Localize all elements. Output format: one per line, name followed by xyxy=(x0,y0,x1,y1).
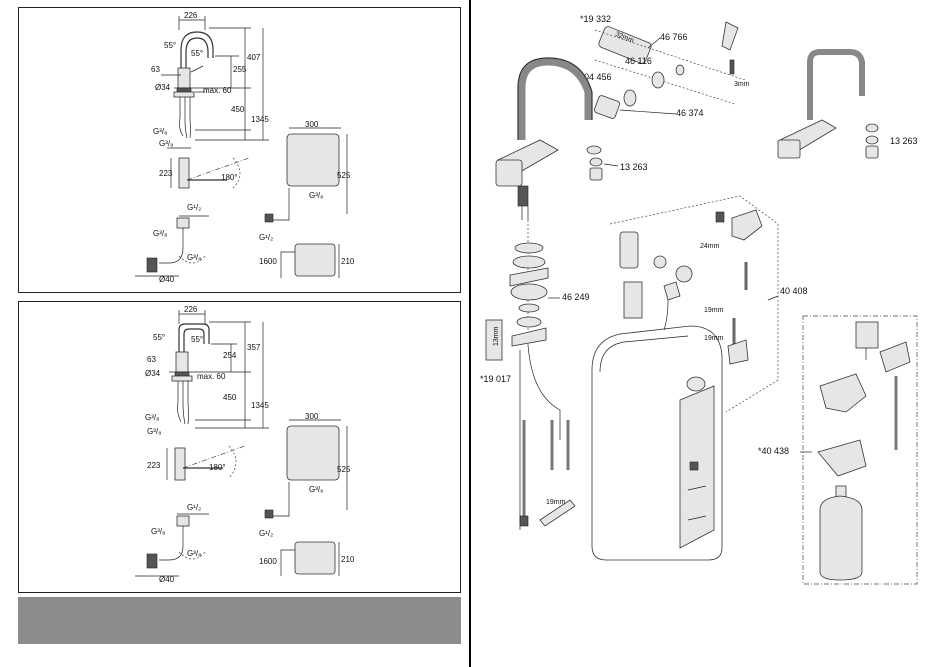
label-g12-left-b: G¹/₂ xyxy=(187,503,201,512)
filter-pipe xyxy=(623,281,643,319)
dim-300: 300 xyxy=(305,120,319,129)
dim-max60: max. 60 xyxy=(203,86,232,95)
valve-block xyxy=(731,209,763,241)
angle-55-left: 55° xyxy=(164,41,176,50)
tool-19017 xyxy=(485,319,503,361)
dim-357: 357 xyxy=(247,343,261,352)
dim-1600: 1600 xyxy=(259,257,277,266)
dim-226: 226 xyxy=(184,11,198,20)
label-g38-boiler-b: G³/₈ xyxy=(309,485,323,494)
nut-46116 xyxy=(651,71,665,89)
label-g12-boiler: G¹/₂ xyxy=(259,233,273,242)
angle-55-right-b: 55° xyxy=(191,335,203,344)
label-g38-install2: G³/₈ xyxy=(187,253,201,262)
label-g38-boiler: G³/₈ xyxy=(309,191,323,200)
dim-223: 223 xyxy=(159,169,173,178)
tee-fitting xyxy=(619,231,639,269)
dim-300-b: 300 xyxy=(305,412,319,421)
mm-19-a: 19mm xyxy=(704,307,724,314)
dim-450: 450 xyxy=(231,105,245,114)
faucet-spout xyxy=(518,58,592,140)
dim-210-b: 210 xyxy=(341,555,355,564)
filter-cartridge xyxy=(819,495,863,581)
label-g38-bottom-b: G³/₈ xyxy=(147,427,161,436)
dim-450-b: 450 xyxy=(223,393,237,402)
label-g38-bottom: G³/₈ xyxy=(159,139,173,148)
pin xyxy=(729,59,735,75)
part-46116: 46 116 xyxy=(625,56,652,66)
dimension-drawing-c-spout: 226 55° 55° 407 255 63 Ø34 max. 60 450 1… xyxy=(18,7,461,293)
filter-head xyxy=(819,373,867,413)
part-46374: 46 374 xyxy=(676,108,704,118)
ring-04456 xyxy=(623,89,637,107)
dim-o34: Ø34 xyxy=(155,83,171,92)
part-46249: 46 249 xyxy=(562,292,590,302)
label-g38-top: G³/₈ xyxy=(153,127,167,136)
label-g38-install2-b: G³/₈ xyxy=(187,549,201,558)
dim-255: 255 xyxy=(233,65,247,74)
u-spout-dimension-svg: 226 55° 55° 357 254 63 Ø34 max. 60 450 1… xyxy=(135,305,355,584)
part-13263-right: 13 263 xyxy=(890,136,918,146)
dim-254: 254 xyxy=(223,351,237,360)
part-40438: *40 438 xyxy=(758,446,789,456)
dim-1345-b: 1345 xyxy=(251,401,269,410)
dim-210: 210 xyxy=(341,257,355,266)
dim-o40: Ø40 xyxy=(159,275,175,284)
angle-180: 180° xyxy=(221,173,238,182)
faucet-u-spout xyxy=(807,49,865,120)
aerator-1 xyxy=(586,145,602,155)
angle-55-right: 55° xyxy=(191,49,203,58)
c-spout-dimension-svg: 226 55° 55° 407 255 63 Ø34 max. 60 450 1… xyxy=(135,11,355,284)
filter-display xyxy=(855,321,879,349)
dim-1345: 1345 xyxy=(251,115,269,124)
mm-24: 24mm xyxy=(700,243,720,250)
part-46766: 46 766 xyxy=(660,32,688,42)
dimension-drawing-u-spout: 226 55° 55° 357 254 63 Ø34 max. 60 450 1… xyxy=(18,301,461,593)
gray-footer-bar xyxy=(18,597,461,644)
dim-1600-b: 1600 xyxy=(259,557,277,566)
dim-o34-b: Ø34 xyxy=(145,369,161,378)
dim-63: 63 xyxy=(151,65,160,74)
label-g38-install1-b: G³/₈ xyxy=(151,527,165,536)
dim-226-b: 226 xyxy=(184,305,198,314)
label-g38-top-b: G³/₈ xyxy=(145,413,159,422)
mm-3: 3mm xyxy=(734,81,750,88)
label-g38-install1: G³/₈ xyxy=(153,229,167,238)
angle-55-left-b: 55° xyxy=(153,333,165,342)
cartridge-body xyxy=(594,95,620,119)
mm-19-bottom: 19mm xyxy=(546,499,566,506)
angle-180-b: 180° xyxy=(209,463,226,472)
dim-525: 525 xyxy=(337,171,351,180)
label-g12-left: G¹/₂ xyxy=(187,203,201,212)
filter-system-box xyxy=(802,315,918,585)
wrench-19 xyxy=(539,499,576,527)
part-40408: 40 408 xyxy=(780,286,808,296)
washer-1 xyxy=(514,242,544,254)
label-g12-boiler-b: G¹/₂ xyxy=(259,529,273,538)
handle-lever xyxy=(721,21,739,51)
dim-o40-b: Ø40 xyxy=(159,575,175,584)
mm-13: 13mm xyxy=(493,326,500,346)
part-04456: 04 456 xyxy=(584,72,612,82)
dim-max60-b: max. 60 xyxy=(197,372,226,381)
dim-525-b: 525 xyxy=(337,465,351,474)
dim-407: 407 xyxy=(247,53,261,62)
part-19017: *19 017 xyxy=(480,374,511,384)
dim-63-b: 63 xyxy=(147,355,156,364)
page-divider xyxy=(469,0,471,667)
mm-19-b: 19mm xyxy=(704,335,724,342)
part-19332: *19 332 xyxy=(580,14,611,24)
dim-223-b: 223 xyxy=(147,461,161,470)
part-13263-left: 13 263 xyxy=(620,162,648,172)
